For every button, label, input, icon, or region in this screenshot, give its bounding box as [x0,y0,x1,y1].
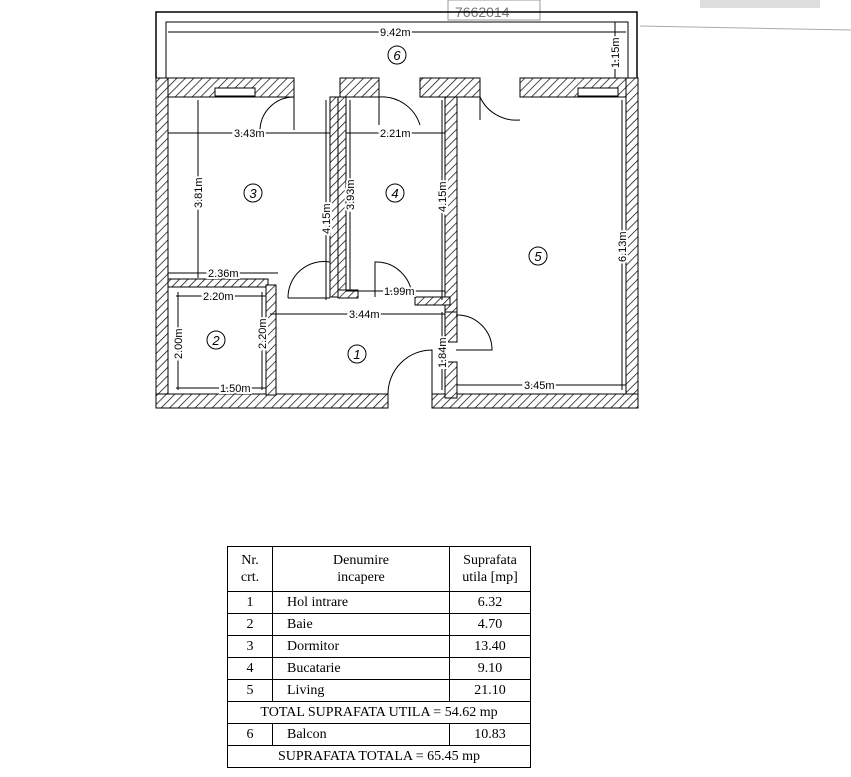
table-row: 4 Bucatarie 9.10 [227,657,531,680]
dim-hol-height: 1.84m [437,337,449,368]
dim-bucatarie-inner-height: 3.93m [345,179,357,210]
room-labels: 6 3 4 5 2 1 [206,45,548,364]
floor-plan: 7662014 [155,0,851,409]
table-row: 6 Balcon 10.83 [227,723,531,746]
header-nr: Nr.crt. [227,546,273,592]
total-utila: TOTAL SUPRAFATA UTILA = 54.62 mp [227,701,531,724]
total-row: SUPRAFATA TOTALA = 65.45 mp [227,745,531,768]
room-1-label: 1 [353,347,360,362]
dimension-labels: 9.42m 1.15m 3.43m 3.81m 2.21m 4.15m 3.93… [171,25,631,397]
dim-dormitor-height: 3.81m [193,177,205,208]
dim-bucatarie-width: 2.21m [380,128,411,140]
dim-right-wall-height: 4.15m [437,181,449,212]
dim-baie-height: 2.00m [173,328,185,359]
dim-living-width: 3.45m [524,380,555,392]
room-4-label: 4 [391,186,398,201]
dim-left-wall-height: 4.15m [321,203,333,234]
table-row: 2 Baie 4.70 [227,613,531,636]
dim-balcony-depth: 1.15m [610,37,622,68]
table-row: 3 Dormitor 13.40 [227,635,531,658]
dim-hol-width: 3.44m [349,309,380,321]
stamp: 7662014 [447,0,851,31]
dim-baie-bottom: 1.50m [220,383,251,395]
total-utila-row: TOTAL SUPRAFATA UTILA = 54.62 mp [227,701,531,724]
total-suprafata: SUPRAFATA TOTALA = 65.45 mp [227,745,531,768]
dim-living-height: 6.13m [617,231,629,262]
table-row: 1 Hol intrare 6.32 [227,591,531,614]
dim-dormitor-width: 3.43m [234,128,265,140]
dim-kitchen-bottom: 1.99m [384,286,415,298]
dimension-lines [168,22,626,390]
doors [259,96,521,395]
dim-baie-side: 2.20m [257,318,269,349]
dim-balcony-width: 9.42m [380,27,411,39]
interior-walls [167,96,458,399]
room-2-label: 2 [211,333,220,348]
room-6-label: 6 [393,48,401,63]
room-3-label: 3 [249,186,257,201]
table-row: 5 Living 21.10 [227,679,531,702]
balcony [155,11,638,78]
room-5-label: 5 [534,249,542,264]
exterior-walls [155,77,639,409]
windows [214,87,619,97]
dim-hall-top: 2.36m [208,268,239,280]
dim-baie-width: 2.20m [203,291,234,303]
